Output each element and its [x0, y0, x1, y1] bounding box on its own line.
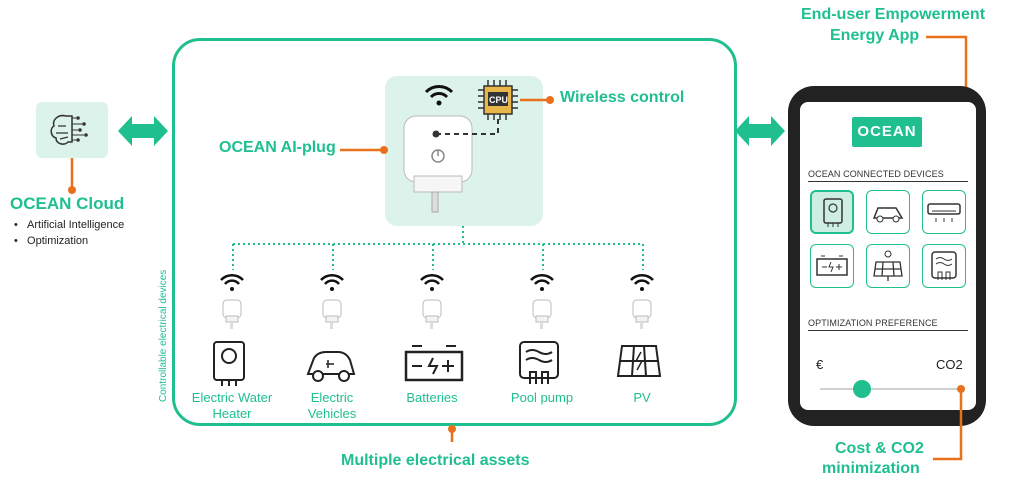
device-tile-solar[interactable] — [866, 244, 910, 288]
optimization-preference-title: OPTIMIZATION PREFERENCE — [808, 318, 938, 328]
asset-label-line2: Heater — [212, 406, 252, 421]
device-tile-battery[interactable] — [810, 244, 854, 288]
device-tile-pool-pump[interactable] — [922, 244, 966, 288]
cloud-connector — [68, 158, 76, 194]
wifi-icon — [220, 273, 244, 291]
connected-devices-title: OCEAN CONNECTED DEVICES — [808, 169, 944, 179]
air-conditioner-icon — [927, 203, 961, 222]
cloud-bullet: • Artificial Intelligence — [14, 219, 125, 231]
water-heater-icon — [213, 341, 245, 386]
cloud-title: OCEAN Cloud — [10, 194, 125, 213]
ai-plug-label: OCEAN AI-plug — [219, 139, 336, 156]
preference-slider[interactable] — [820, 380, 960, 398]
cloud-bullet-list: • Artificial Intelligence • Optimization — [14, 217, 124, 249]
wifi-icon — [424, 85, 454, 106]
app-logo-text: OCEAN — [857, 123, 917, 140]
device-tile-electric-car[interactable] — [866, 190, 910, 234]
wifi-icon — [530, 273, 554, 291]
electric-car-icon — [872, 207, 904, 223]
asset-label: Batteries — [377, 390, 487, 406]
smart-plug-icon — [532, 299, 552, 329]
asset-label: PV — [587, 390, 697, 406]
slider-thumb[interactable] — [853, 380, 871, 398]
cost-connector — [933, 385, 965, 461]
wireless-connector — [520, 96, 554, 104]
battery-icon — [816, 255, 848, 276]
device-tile-air-conditioner[interactable] — [922, 190, 966, 234]
slider-left-label: € — [816, 357, 824, 372]
app-title-line2: Energy App — [830, 27, 920, 44]
plug-cpu-link — [432, 118, 499, 138]
distribution-lines — [232, 226, 644, 270]
electric-car-icon — [306, 351, 356, 382]
asset-label-line1: Electric — [310, 390, 354, 405]
cloud-bullet: • Optimization — [14, 235, 89, 247]
ai-plug-connector — [340, 146, 388, 154]
asset-label: Pool pump — [487, 390, 597, 406]
wireless-control-label: Wireless control — [560, 89, 685, 106]
asset-label-line1: Electric Water — [191, 390, 273, 405]
cloud-bullet-text: Optimization — [27, 235, 89, 247]
side-label: Controllable electrical devices — [158, 269, 169, 402]
ocean-cloud-panel — [36, 102, 108, 158]
bottom-label: Multiple electrical assets — [341, 452, 530, 469]
smart-plug-icon — [632, 299, 652, 329]
wifi-icon — [630, 273, 654, 291]
smart-plug-icon — [422, 299, 442, 329]
smart-plug-icon — [403, 115, 473, 213]
ai-brain-icon — [50, 114, 88, 145]
double-arrow-icon — [735, 116, 785, 146]
asset-label-line2: Vehicles — [307, 406, 357, 421]
wifi-icon — [320, 273, 344, 291]
asset-label-line1: PV — [633, 390, 651, 405]
cost-label-line2: minimization — [822, 460, 920, 477]
slider-right-label: CO2 — [936, 357, 963, 372]
device-tile-water-heater[interactable] — [810, 190, 854, 234]
assets-container — [172, 38, 737, 426]
pool-pump-icon — [931, 251, 957, 280]
solar-panel-icon — [873, 250, 903, 281]
cpu-icon — [478, 80, 518, 120]
pool-pump-icon — [519, 341, 559, 384]
solar-panel-icon — [616, 345, 662, 377]
bottom-connector — [448, 425, 456, 442]
smart-plug-icon — [322, 299, 342, 329]
app-title-line1: End-user Empowerment — [801, 6, 986, 23]
asset-label-line1: Pool pump — [510, 390, 574, 405]
divider — [808, 330, 968, 331]
app-logo: OCEAN — [852, 117, 922, 147]
cloud-bullet-text: Artificial Intelligence — [27, 219, 125, 231]
smart-plug-icon — [222, 299, 242, 329]
battery-icon — [404, 345, 464, 382]
double-arrow-icon — [118, 116, 168, 146]
cpu-text: CPU — [489, 95, 509, 105]
asset-label-line1: Batteries — [406, 390, 458, 405]
cost-label-line1: Cost & CO2 — [835, 440, 924, 457]
water-heater-icon — [823, 198, 843, 227]
wifi-icon — [420, 273, 444, 291]
divider — [808, 181, 968, 182]
